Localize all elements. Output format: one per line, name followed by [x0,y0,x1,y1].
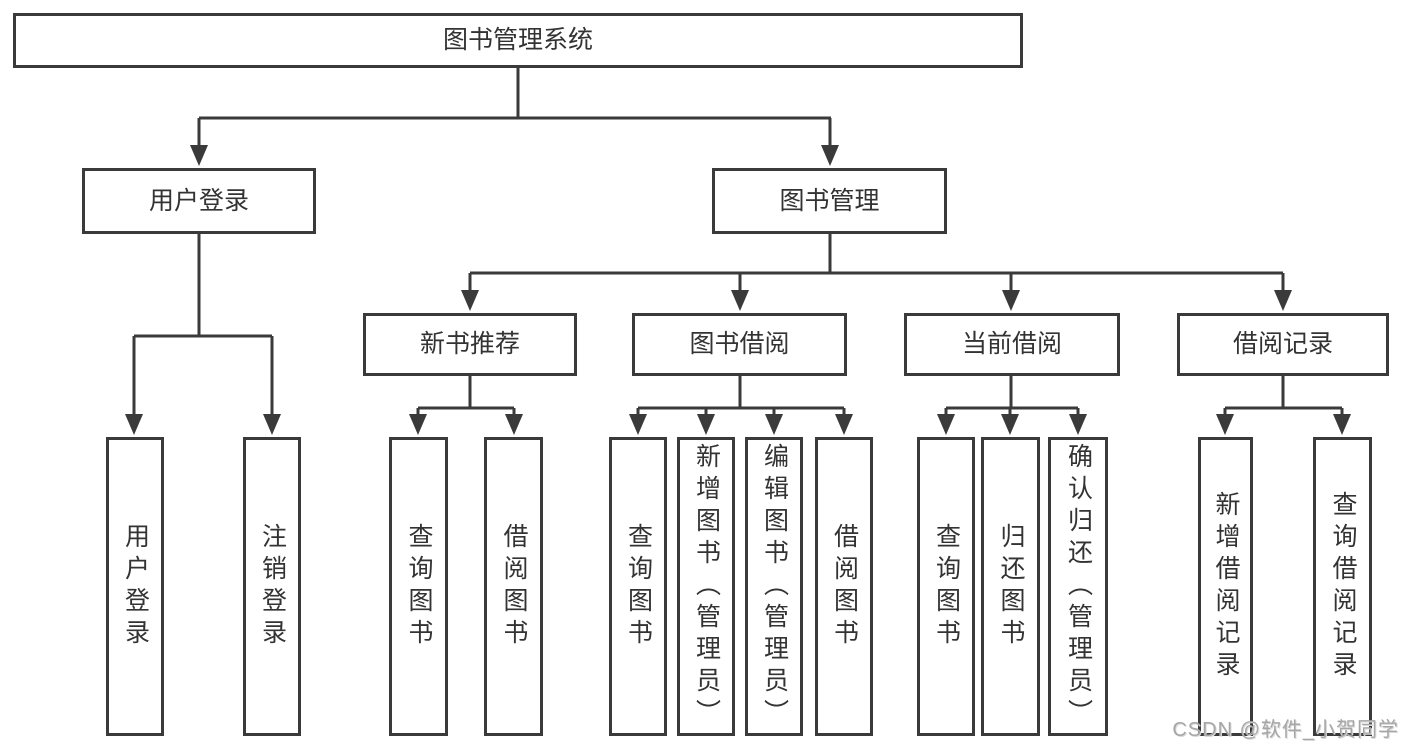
arrowhead-icon [1069,414,1087,435]
node-user-login-module: 用户登录 [82,168,316,234]
node-leaf-query-books-current: 查询图书 [917,437,975,736]
arrowhead-icon [1001,414,1019,435]
node-label: 确认归还（管理员） [1064,442,1093,731]
node-label: 查询图书 [405,522,433,651]
node-leaf-return-books: 归还图书 [981,437,1040,736]
node-new-book-recommendation: 新书推荐 [363,313,577,376]
node-label: 图书借阅 [689,330,790,358]
arrowhead-icon [263,414,281,435]
node-leaf-add-borrow-record: 新增借阅记录 [1198,437,1253,736]
node-leaf-add-books-admin: 新增图书（管理员） [677,437,735,736]
node-book-management-module: 图书管理 [712,168,947,234]
node-label: 图书管理系统 [442,26,593,54]
node-leaf-user-login: 用户登录 [106,437,164,736]
node-label: 借阅图书 [500,522,528,651]
node-label: 查询图书 [932,522,961,651]
node-label: 图书管理 [779,186,880,215]
arrowhead-icon [697,414,715,435]
node-label: 查询图书 [624,522,653,651]
arrowhead-icon [461,290,479,311]
arrowhead-icon [1216,414,1234,435]
arrowhead-icon [1274,290,1292,311]
arrowhead-icon [190,145,208,166]
node-label: 编辑图书（管理员） [760,442,789,731]
node-borrowing-records: 借阅记录 [1177,313,1389,376]
node-label: 借阅记录 [1232,330,1333,358]
node-label: 归还图书 [997,522,1025,651]
arrowhead-icon [765,414,783,435]
watermark: CSDN @软件_小贺同学 [1172,719,1399,741]
node-current-borrowing: 当前借阅 [904,313,1120,376]
arrowhead-icon [835,414,853,435]
node-leaf-borrow-books-recommend: 借阅图书 [484,437,543,736]
node-label: 新增图书（管理员） [692,442,721,731]
arrowhead-icon [505,414,523,435]
node-label: 注销登录 [258,522,287,651]
node-leaf-borrow-books: 借阅图书 [815,437,873,736]
node-label: 用户登录 [121,522,150,651]
arrowhead-icon [937,414,955,435]
node-label: 新增借阅记录 [1212,490,1240,683]
node-leaf-edit-books-admin: 编辑图书（管理员） [745,437,803,736]
node-label: 查询借阅记录 [1329,490,1357,683]
node-label: 用户登录 [148,186,249,215]
arrowhead-icon [629,414,647,435]
arrowhead-icon [125,414,143,435]
node-leaf-logout: 注销登录 [243,437,301,736]
node-label: 借阅图书 [830,522,859,651]
arrowhead-icon [1333,414,1351,435]
node-book-borrowing: 图书借阅 [632,313,847,376]
node-leaf-query-books-borrowing: 查询图书 [609,437,667,736]
node-label: 新书推荐 [419,330,520,358]
node-library-management-system: 图书管理系统 [13,13,1023,68]
arrowhead-icon [1002,290,1020,311]
arrowhead-icon [821,145,839,166]
node-label: 当前借阅 [961,330,1062,358]
arrowhead-icon [409,414,427,435]
node-leaf-query-borrow-record: 查询借阅记录 [1313,437,1372,736]
arrowhead-icon [731,290,749,311]
node-leaf-query-books-recommend: 查询图书 [389,437,448,736]
node-leaf-confirm-return-admin: 确认归还（管理员） [1048,437,1108,736]
